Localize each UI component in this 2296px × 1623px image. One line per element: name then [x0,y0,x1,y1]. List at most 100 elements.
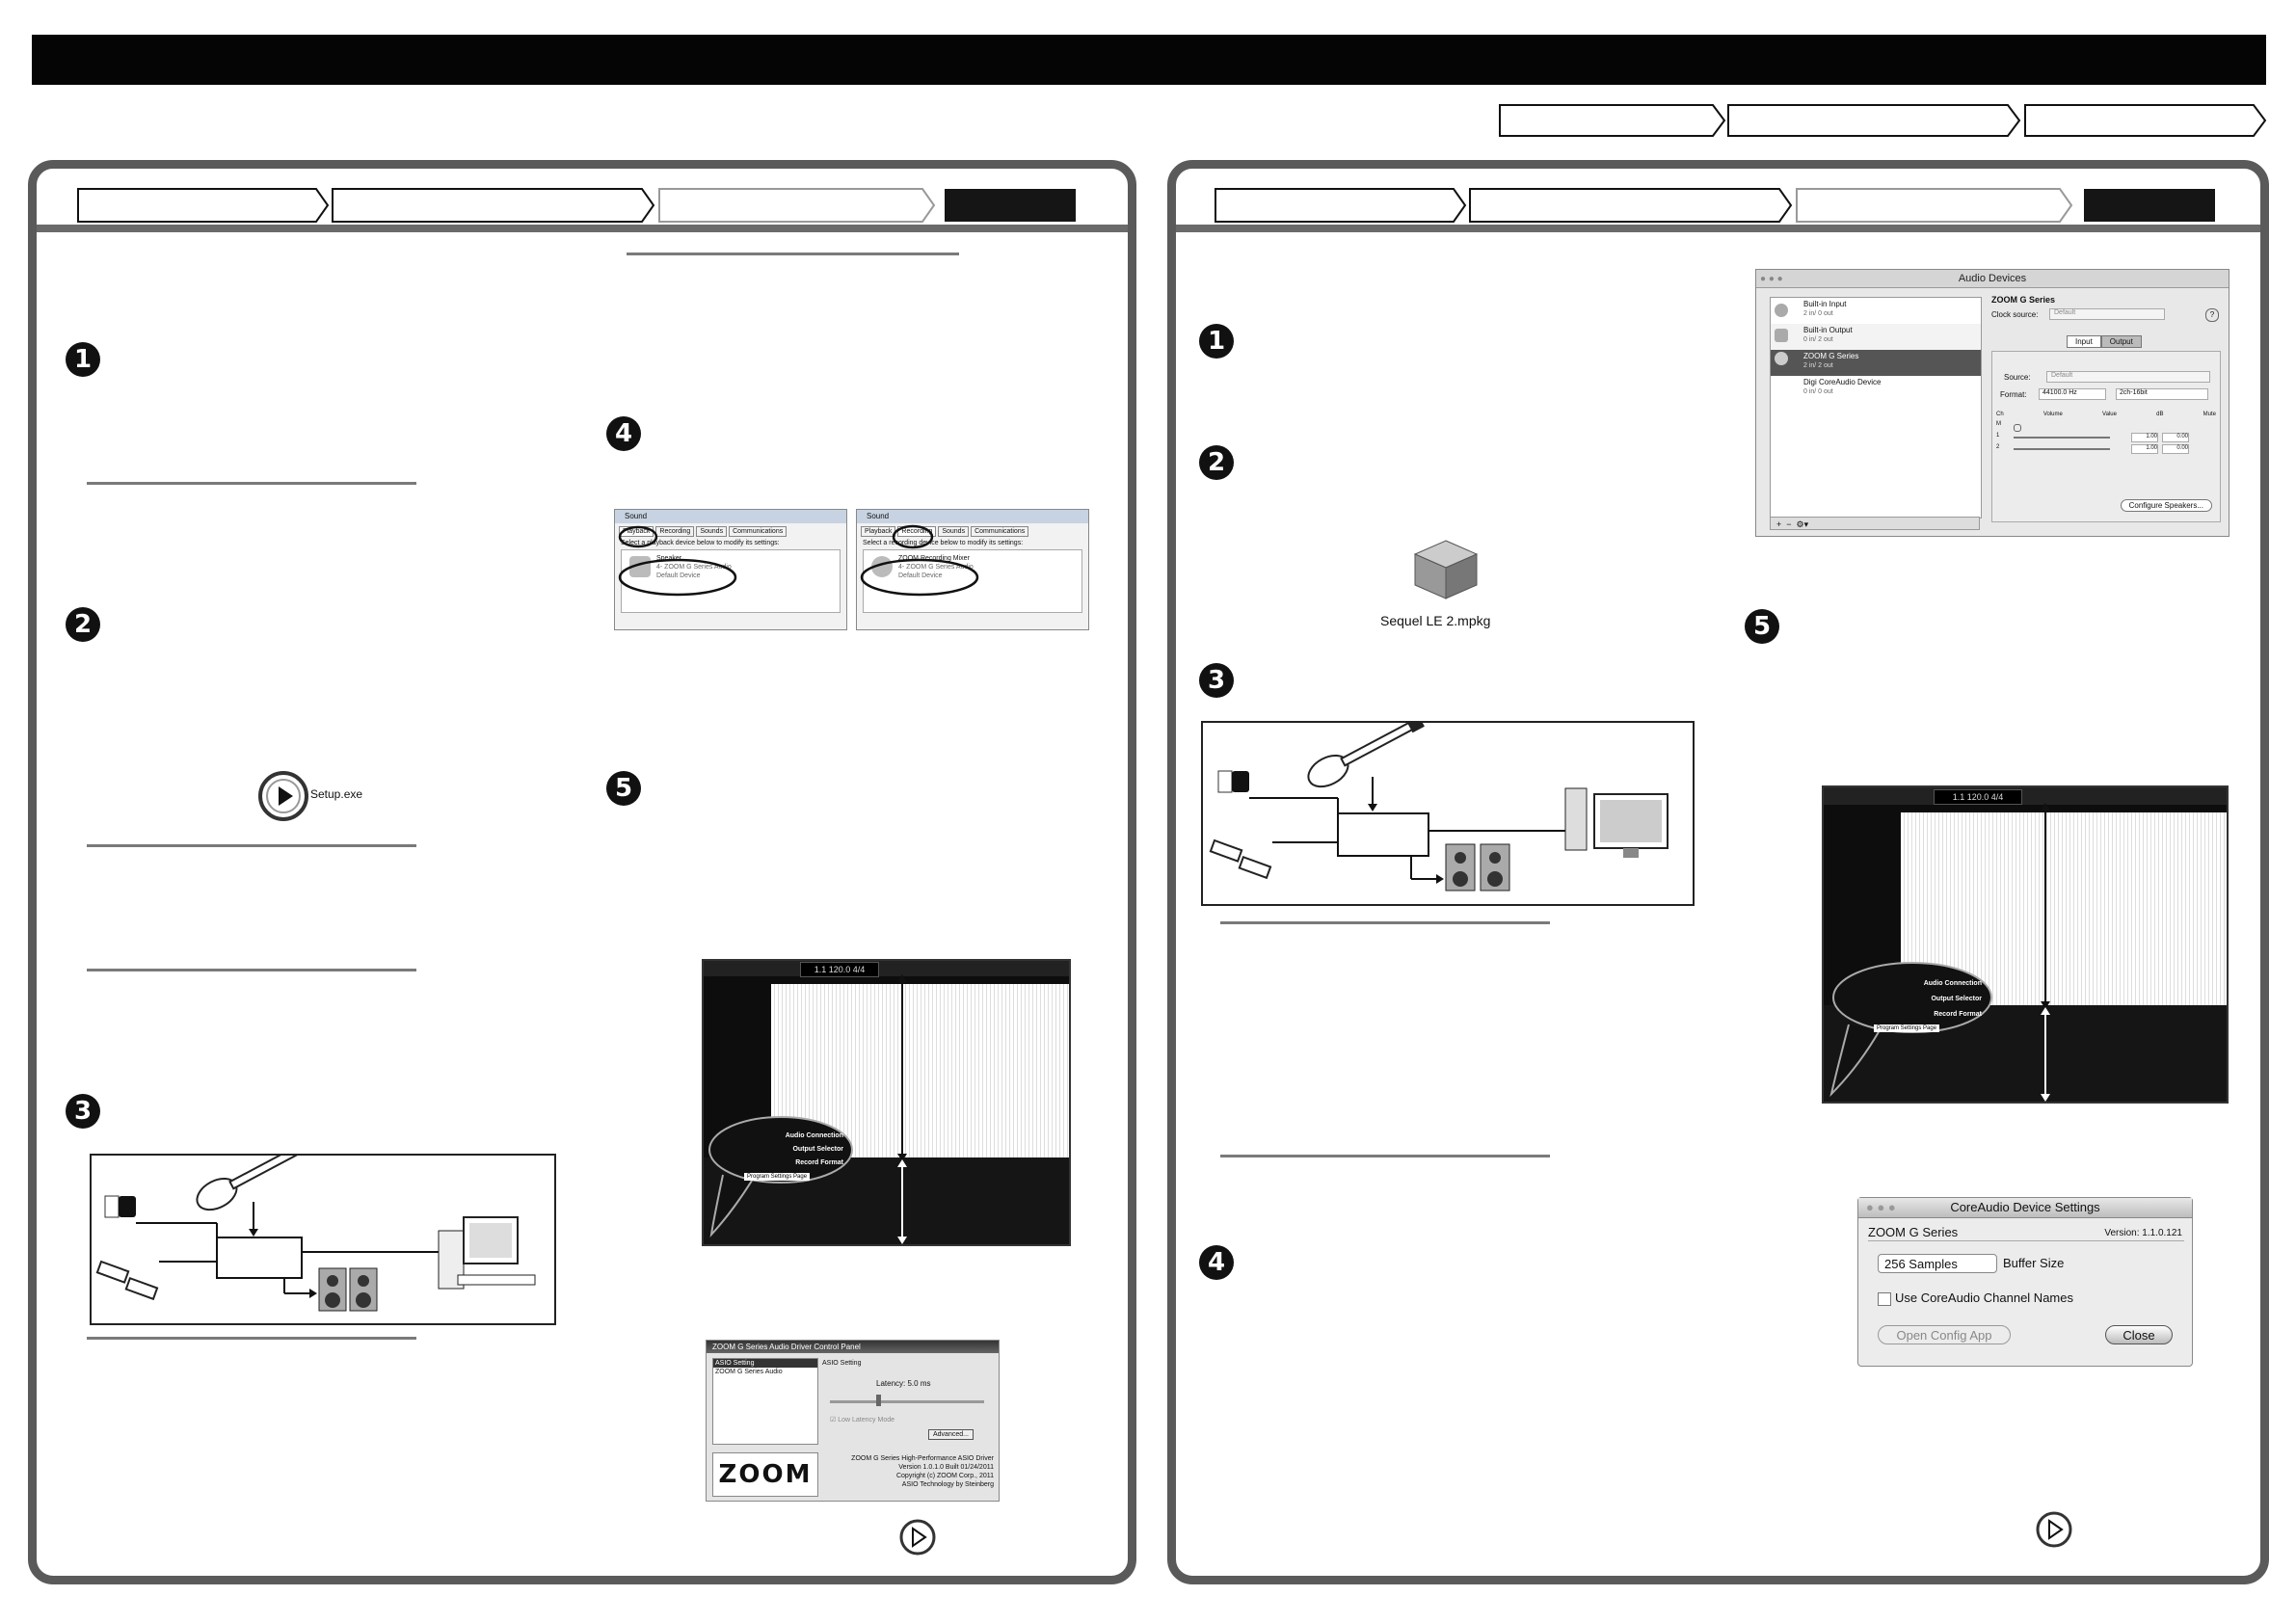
transport-display: 1.1 120.0 4/4 [1934,789,2022,805]
configure-speakers-button[interactable]: Configure Speakers... [2120,499,2212,512]
menu-record-format[interactable]: Record Format [1934,1011,1982,1018]
tab-step-1 [1215,188,1467,223]
program-settings-tooltip: Program Settings Page [744,1173,811,1181]
package-icon[interactable] [1407,535,1484,607]
latency-slider-thumb[interactable] [876,1395,881,1406]
divider [87,969,416,971]
format-rate-select[interactable]: 44100.0 Hz [2039,388,2106,400]
playback-device[interactable]: Speaker 4- ZOOM G Series Audio Default D… [656,555,732,579]
menu-output-selector[interactable]: Output Selector [792,1146,843,1153]
zoom-logo: ZOOM [712,1452,818,1497]
tab-step-3 [1796,188,2073,223]
io-segmented[interactable]: Input Output [2067,335,2142,348]
close-button[interactable]: Close [2105,1325,2173,1344]
channel-row[interactable]: 2 1.00 0.00 [1996,444,2216,454]
device-title: ZOOM G Series [1991,295,2056,305]
tab-communications[interactable]: Communications [971,526,1029,537]
divider [1220,921,1550,924]
next-page-icon[interactable] [2035,1510,2073,1554]
divider [627,253,959,255]
recording-hint: Select a recording device below to modif… [863,540,1024,546]
connection-diagram-mac [1201,714,1695,906]
windows-panel [28,160,1136,1584]
tab-step-3 [658,188,936,223]
tab-step-2 [332,188,655,223]
tab-step-4-active [2084,189,2215,222]
window-controls[interactable]: ● ● ● [1760,274,1783,284]
open-config-button[interactable]: Open Config App [1878,1325,2011,1344]
driver-version: Version: 1.1.0.121 [2104,1228,2182,1238]
speaker-icon [629,556,651,577]
clock-source-label: Clock source: [1991,310,2039,319]
next-page-icon[interactable] [898,1518,937,1561]
menu-record-format[interactable]: Record Format [795,1159,843,1166]
microphone-icon [1775,304,1788,317]
device-list-toolbar[interactable]: + − ⚙▾ [1770,517,1980,530]
step-5-icon: 5 [1745,609,1779,644]
step-4-icon: 4 [606,416,641,451]
tab-sounds[interactable]: Sounds [938,526,970,537]
microphone-icon [871,556,893,577]
buffer-size-label: Buffer Size [2003,1256,2065,1270]
tab-step-4-active [945,189,1076,222]
channel-names-checkbox[interactable] [1878,1292,1891,1306]
asio-title: ZOOM G Series Audio Driver Control Panel [707,1341,999,1353]
daw-screenshot-windows: 1.1 120.0 4/4 Audio Connection Output Se… [702,959,1071,1246]
help-button[interactable]: ? [2205,308,2219,322]
channel-row[interactable]: M [1996,421,2216,432]
daw-screenshot-mac: 1.1 120.0 4/4 Audio Connection Output Se… [1822,785,2229,1104]
tab-step-2 [1469,188,1793,223]
connection-diagram [90,1137,556,1325]
low-latency-checkbox[interactable]: ☑ Low Latency Mode [830,1417,894,1423]
setup-exe-label: Setup.exe [310,787,363,801]
menu-audio-connection[interactable]: Audio Connection [1923,980,1982,987]
settings-menu: Audio Connection Output Selector Record … [1853,976,1982,1023]
breadcrumb-step-2 [1727,104,2021,137]
step-4-icon: 4 [1199,1245,1234,1280]
sound-dialog-recording: Sound Playback Recording Sounds Communic… [856,509,1089,630]
usb-device-icon [1775,352,1788,365]
tab-step-1 [77,188,330,223]
buffer-size-select[interactable]: 256 Samples [1878,1254,1997,1273]
clock-source-select[interactable]: Default [2049,308,2165,320]
tab-sounds[interactable]: Sounds [696,526,728,537]
latency-slider[interactable] [830,1400,984,1403]
window-controls[interactable]: ● ● ● [1866,1200,1896,1214]
program-settings-tooltip: Program Settings Page [1874,1024,1940,1032]
step-5-icon: 5 [606,771,641,806]
setup-exe-icon[interactable] [258,771,308,826]
panel-header [37,169,1128,232]
channel-row[interactable]: 1 1.00 0.00 [1996,433,2216,442]
format-bits-select[interactable]: 2ch-16bit [2116,388,2208,400]
step-2-icon: 2 [1199,445,1234,480]
asio-info: ZOOM G Series High-Performance ASIO Driv… [851,1455,994,1488]
sound-title: Sound [615,510,846,523]
divider [87,1337,416,1340]
tab-input[interactable]: Input [2067,335,2101,348]
menu-audio-connection[interactable]: Audio Connection [785,1132,843,1139]
device-name: ZOOM G Series [1868,1225,1959,1239]
advanced-button[interactable]: Advanced... [928,1429,974,1440]
transport-display: 1.1 120.0 4/4 [800,962,879,977]
tab-communications[interactable]: Communications [729,526,788,537]
channel-names-label: Use CoreAudio Channel Names [1895,1290,2073,1305]
tab-recording[interactable]: Recording [655,526,695,537]
asio-list[interactable]: ASIO Setting ZOOM G Series Audio [712,1358,818,1445]
divider [1220,1155,1550,1157]
asio-setting-label: ASIO Setting [822,1360,862,1367]
settings-menu: Audio Connection Output Selector Record … [723,1130,843,1170]
menu-output-selector[interactable]: Output Selector [1931,996,1982,1002]
speaker-icon [1775,329,1788,342]
source-select[interactable]: Default [2046,371,2210,383]
breadcrumb-step-1 [1499,104,1726,137]
recording-device[interactable]: ZOOM Recording Mixer 4- ZOOM G Series Au… [898,555,974,579]
asio-control-panel: ZOOM G Series Audio Driver Control Panel… [706,1340,1000,1502]
coreaudio-title: ● ● ● CoreAudio Device Settings [1858,1198,2192,1218]
tab-output[interactable]: Output [2100,335,2142,348]
